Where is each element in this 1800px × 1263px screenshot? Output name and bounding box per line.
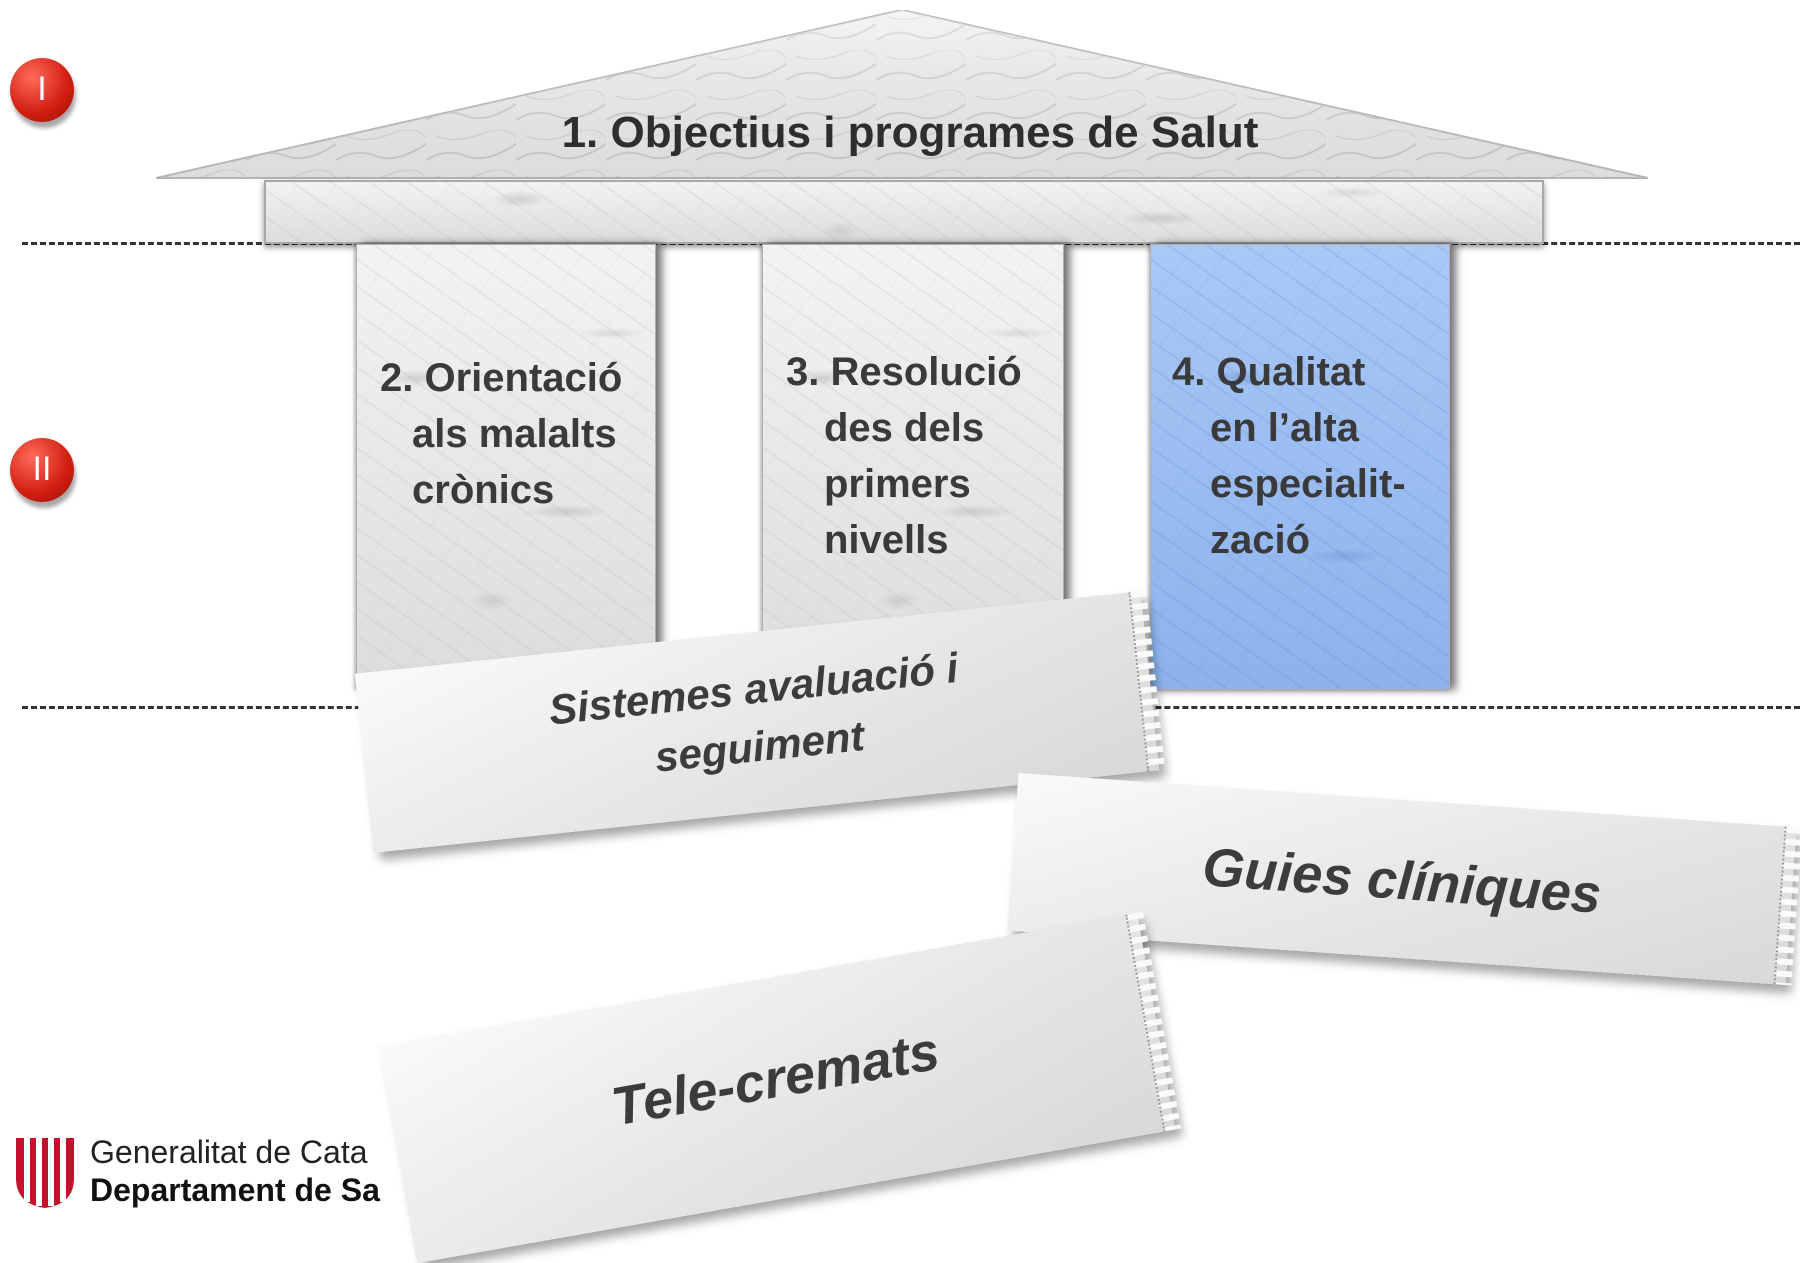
catalan-flag-icon bbox=[16, 1138, 74, 1208]
temple-roof bbox=[156, 10, 1648, 179]
note-tele-burns: Tele-cremats bbox=[378, 911, 1182, 1263]
generalitat-logo: Generalitat de Cata Departament de Sa bbox=[14, 1134, 404, 1234]
logo-line-1: Generalitat de Cata bbox=[90, 1134, 368, 1170]
pillar-3-label: 3. Resolució des dels primers nivells bbox=[786, 350, 1022, 562]
pillar-high-specialization bbox=[1150, 244, 1450, 690]
logo-line-2: Departament de Sa bbox=[90, 1172, 380, 1208]
pillar-2-label: 2. Orientació als malalts crònics bbox=[380, 356, 623, 512]
section-badge-1: I bbox=[10, 58, 74, 122]
roof-label: 1. Objectius i programes de Salut bbox=[561, 108, 1259, 157]
section-badge-2: II bbox=[10, 438, 74, 502]
pillar-4-label: 4. Qualitat en l’alta especialit- zació bbox=[1172, 350, 1406, 562]
pillar-chronic-patients bbox=[356, 244, 656, 690]
temple-beam bbox=[264, 180, 1544, 244]
